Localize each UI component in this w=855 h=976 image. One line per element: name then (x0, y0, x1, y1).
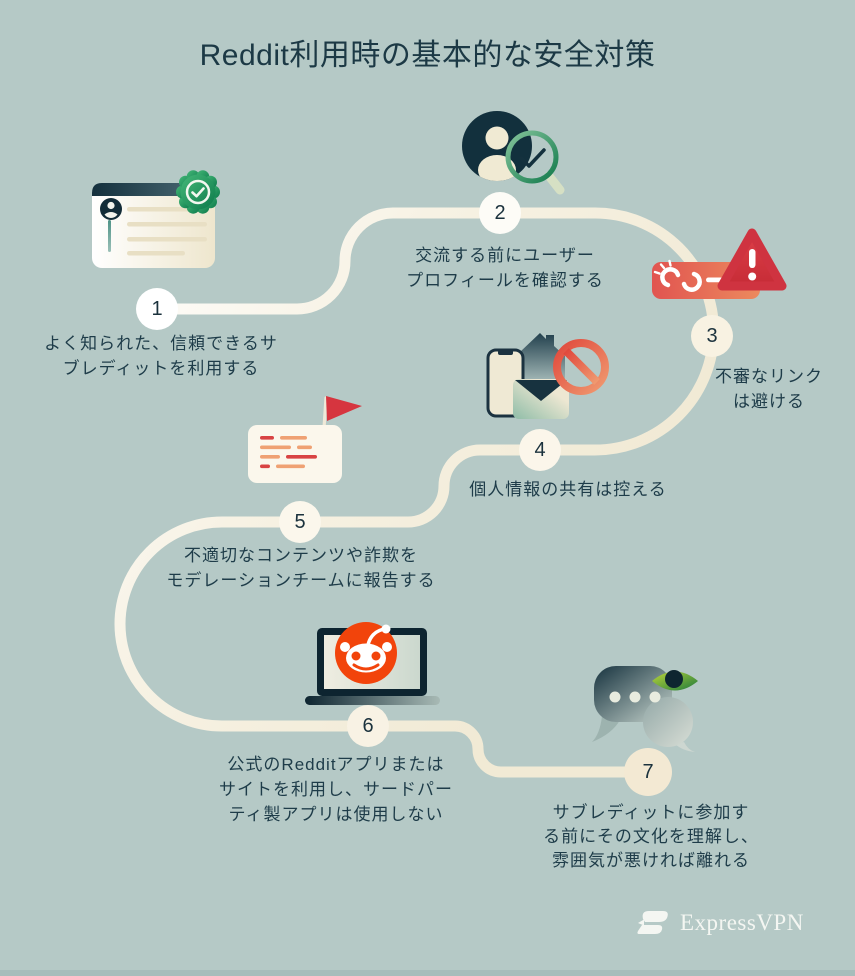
no-personal-info-icon (486, 333, 609, 419)
report-flag-card-icon (248, 396, 362, 483)
profile-magnifier-icon (462, 111, 565, 195)
step-3-label: 不審なリンク は避ける (715, 364, 823, 414)
step-7-label: サブレディットに参加す る前にその文化を理解し、 雰囲気が悪ければ離れる (543, 801, 759, 873)
step-2-number: 2 (479, 192, 521, 234)
step-5-label: 不適切なコンテンツや詐欺を モデレーションチームに報告する (166, 543, 435, 593)
step-label-line: ブレディットを利用する (62, 359, 260, 378)
page-title: Reddit利用時の基本的な安全対策 (199, 39, 656, 72)
reddit-logo-icon (335, 622, 397, 684)
footer-brand: ExpressVPN (636, 906, 804, 940)
step-4-label: 個人情報の共有は控える (469, 477, 667, 502)
step-label-line: モデレーションチームに報告する (166, 571, 436, 590)
broken-link-warning-icon (652, 228, 787, 299)
step-3-number: 3 (691, 315, 733, 357)
warning-triangle-icon (717, 228, 787, 291)
bottom-divider (0, 970, 855, 976)
step-1-number: 1 (136, 288, 178, 330)
step-label-line: サイトを利用し、サードパー (219, 780, 453, 799)
step-label-line: る前にその文化を理解し、 (543, 827, 759, 846)
step-4-number: 4 (519, 429, 561, 471)
eye-icon (652, 670, 698, 691)
step-6-number: 6 (347, 705, 389, 747)
verified-badge-icon (176, 170, 220, 214)
step-label-line: サブレディットに参加す (552, 803, 750, 822)
step-label-line: 不適切なコンテンツや詐欺を (184, 546, 418, 565)
step-label-line: 交流する前にユーザー (415, 246, 595, 265)
step-label-line: プロフィールを確認する (406, 271, 604, 290)
step-label-line: は避ける (733, 392, 805, 411)
step-label-line: 個人情報の共有は控える (469, 480, 667, 499)
community-culture-eye-icon (592, 666, 698, 752)
brand-wordmark: ExpressVPN (680, 910, 804, 935)
verified-subreddit-card-icon (92, 170, 220, 268)
step-2-label: 交流する前にユーザー プロフィールを確認する (406, 243, 604, 293)
step-label-line: 雰囲気が悪ければ離れる (551, 851, 750, 870)
expressvpn-logo-icon (637, 911, 668, 934)
step-5-number: 5 (279, 501, 321, 543)
step-1-label: よく知られた、信頼できるサ ブレディットを利用する (44, 331, 278, 381)
step-label-line: 不審なリンク (715, 367, 823, 386)
official-reddit-app-icon (305, 622, 440, 705)
step-7-number: 7 (624, 748, 672, 796)
step-label-line: よく知られた、信頼できるサ (44, 334, 278, 353)
step-6-label: 公式のRedditアプリまたは サイトを利用し、サードパー ティ製アプリは使用し… (219, 752, 453, 827)
step-label-line: 公式のRedditアプリまたは (227, 755, 445, 774)
step-label-line: ティ製アプリは使用しない (228, 805, 444, 824)
